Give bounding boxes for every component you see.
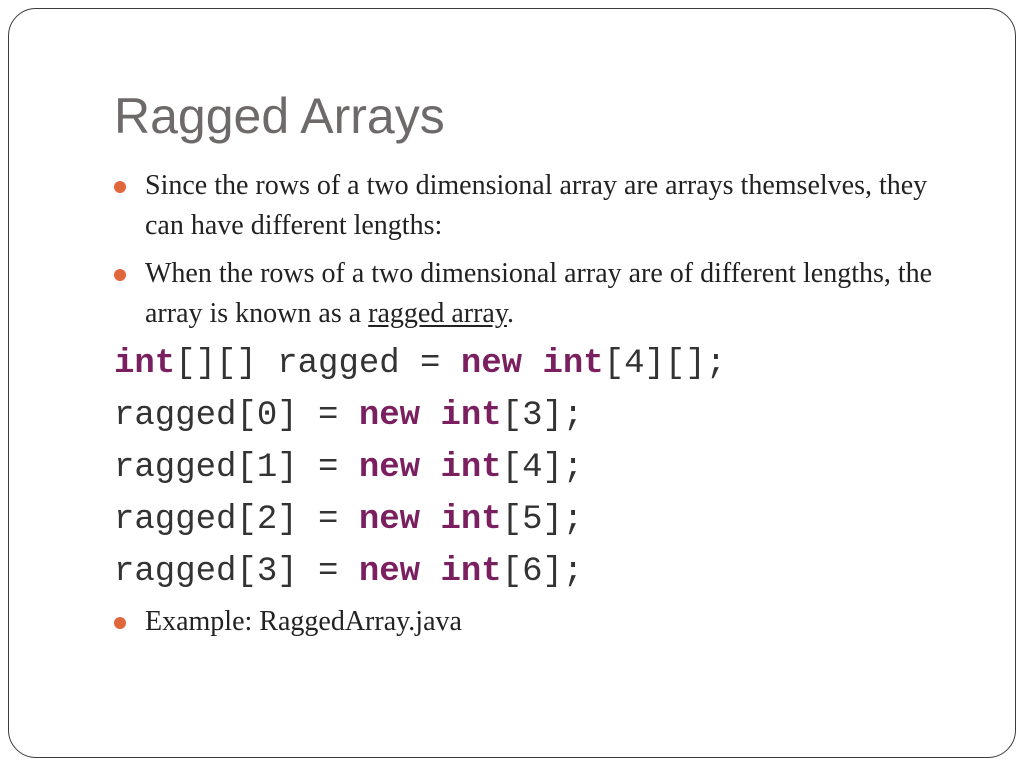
code-line: ragged[3] = new int[6]; bbox=[114, 552, 583, 592]
code-keyword: new bbox=[460, 345, 523, 383]
bullet-dot-icon bbox=[114, 181, 126, 193]
bullet-text-part: . bbox=[507, 298, 515, 329]
bullet-item: Example: RaggedArray.java bbox=[114, 602, 934, 642]
code-keyword: int bbox=[440, 501, 502, 539]
code-line: ragged[0] = new int[3]; bbox=[114, 396, 583, 436]
code-text: ragged[2] = bbox=[114, 501, 359, 539]
code-line: int[][] ragged = new int[4][]; bbox=[114, 344, 726, 384]
code-text: [4][]; bbox=[603, 345, 727, 383]
code-line: ragged[2] = new int[5]; bbox=[114, 500, 583, 540]
bullet-text: When the rows of a two dimensional array… bbox=[145, 254, 934, 334]
code-text: [3]; bbox=[501, 397, 584, 435]
code-text: [6]; bbox=[501, 553, 584, 591]
code-keyword: int bbox=[440, 397, 502, 435]
code-text: ragged[0] = bbox=[114, 397, 359, 435]
code-text: ragged[3] = bbox=[114, 553, 359, 591]
code-keyword: new bbox=[358, 501, 421, 539]
code-keyword: new bbox=[358, 397, 421, 435]
bullet-dot-icon bbox=[114, 269, 126, 281]
code-text: [4]; bbox=[501, 449, 584, 487]
code-keyword: int bbox=[440, 553, 502, 591]
code-text: [5]; bbox=[501, 501, 584, 539]
code-keyword: int bbox=[440, 449, 502, 487]
code-keyword: int bbox=[542, 345, 604, 383]
slide-title: Ragged Arrays bbox=[114, 88, 445, 144]
code-text: ragged[1] = bbox=[114, 449, 359, 487]
ragged-array-term: ragged array bbox=[368, 298, 508, 329]
code-line: ragged[1] = new int[4]; bbox=[114, 448, 583, 488]
slide-frame bbox=[8, 8, 1016, 758]
code-text: [][] ragged = bbox=[175, 345, 461, 383]
bullet-text: Since the rows of a two dimensional arra… bbox=[145, 170, 928, 241]
bullet-item: Since the rows of a two dimensional arra… bbox=[114, 166, 934, 246]
bullet-dot-icon bbox=[114, 617, 126, 629]
example-reference: Example: RaggedArray.java bbox=[145, 606, 462, 637]
bullet-text-part: When the rows of a two dimensional array… bbox=[145, 258, 933, 329]
bullet-item: When the rows of a two dimensional array… bbox=[114, 254, 934, 334]
code-keyword: new bbox=[358, 553, 421, 591]
code-keyword: int bbox=[114, 345, 176, 383]
code-keyword: new bbox=[358, 449, 421, 487]
